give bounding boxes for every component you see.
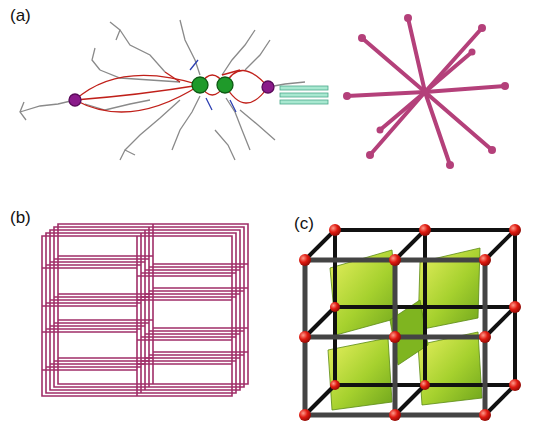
grid-layer — [54, 227, 244, 387]
molecule-structure — [20, 20, 305, 160]
panel-label: (a) — [10, 6, 31, 26]
panel-label: (b) — [10, 208, 31, 228]
cage-topology — [299, 224, 521, 421]
eight-connected-node — [343, 14, 509, 169]
grid-layer — [50, 230, 240, 390]
grid-layer — [42, 236, 232, 396]
panel-label: (c) — [294, 214, 314, 234]
layered-framework — [42, 224, 248, 396]
equivalence-sign — [280, 86, 328, 104]
grid-layer — [58, 224, 248, 384]
grid-layer — [46, 233, 236, 393]
